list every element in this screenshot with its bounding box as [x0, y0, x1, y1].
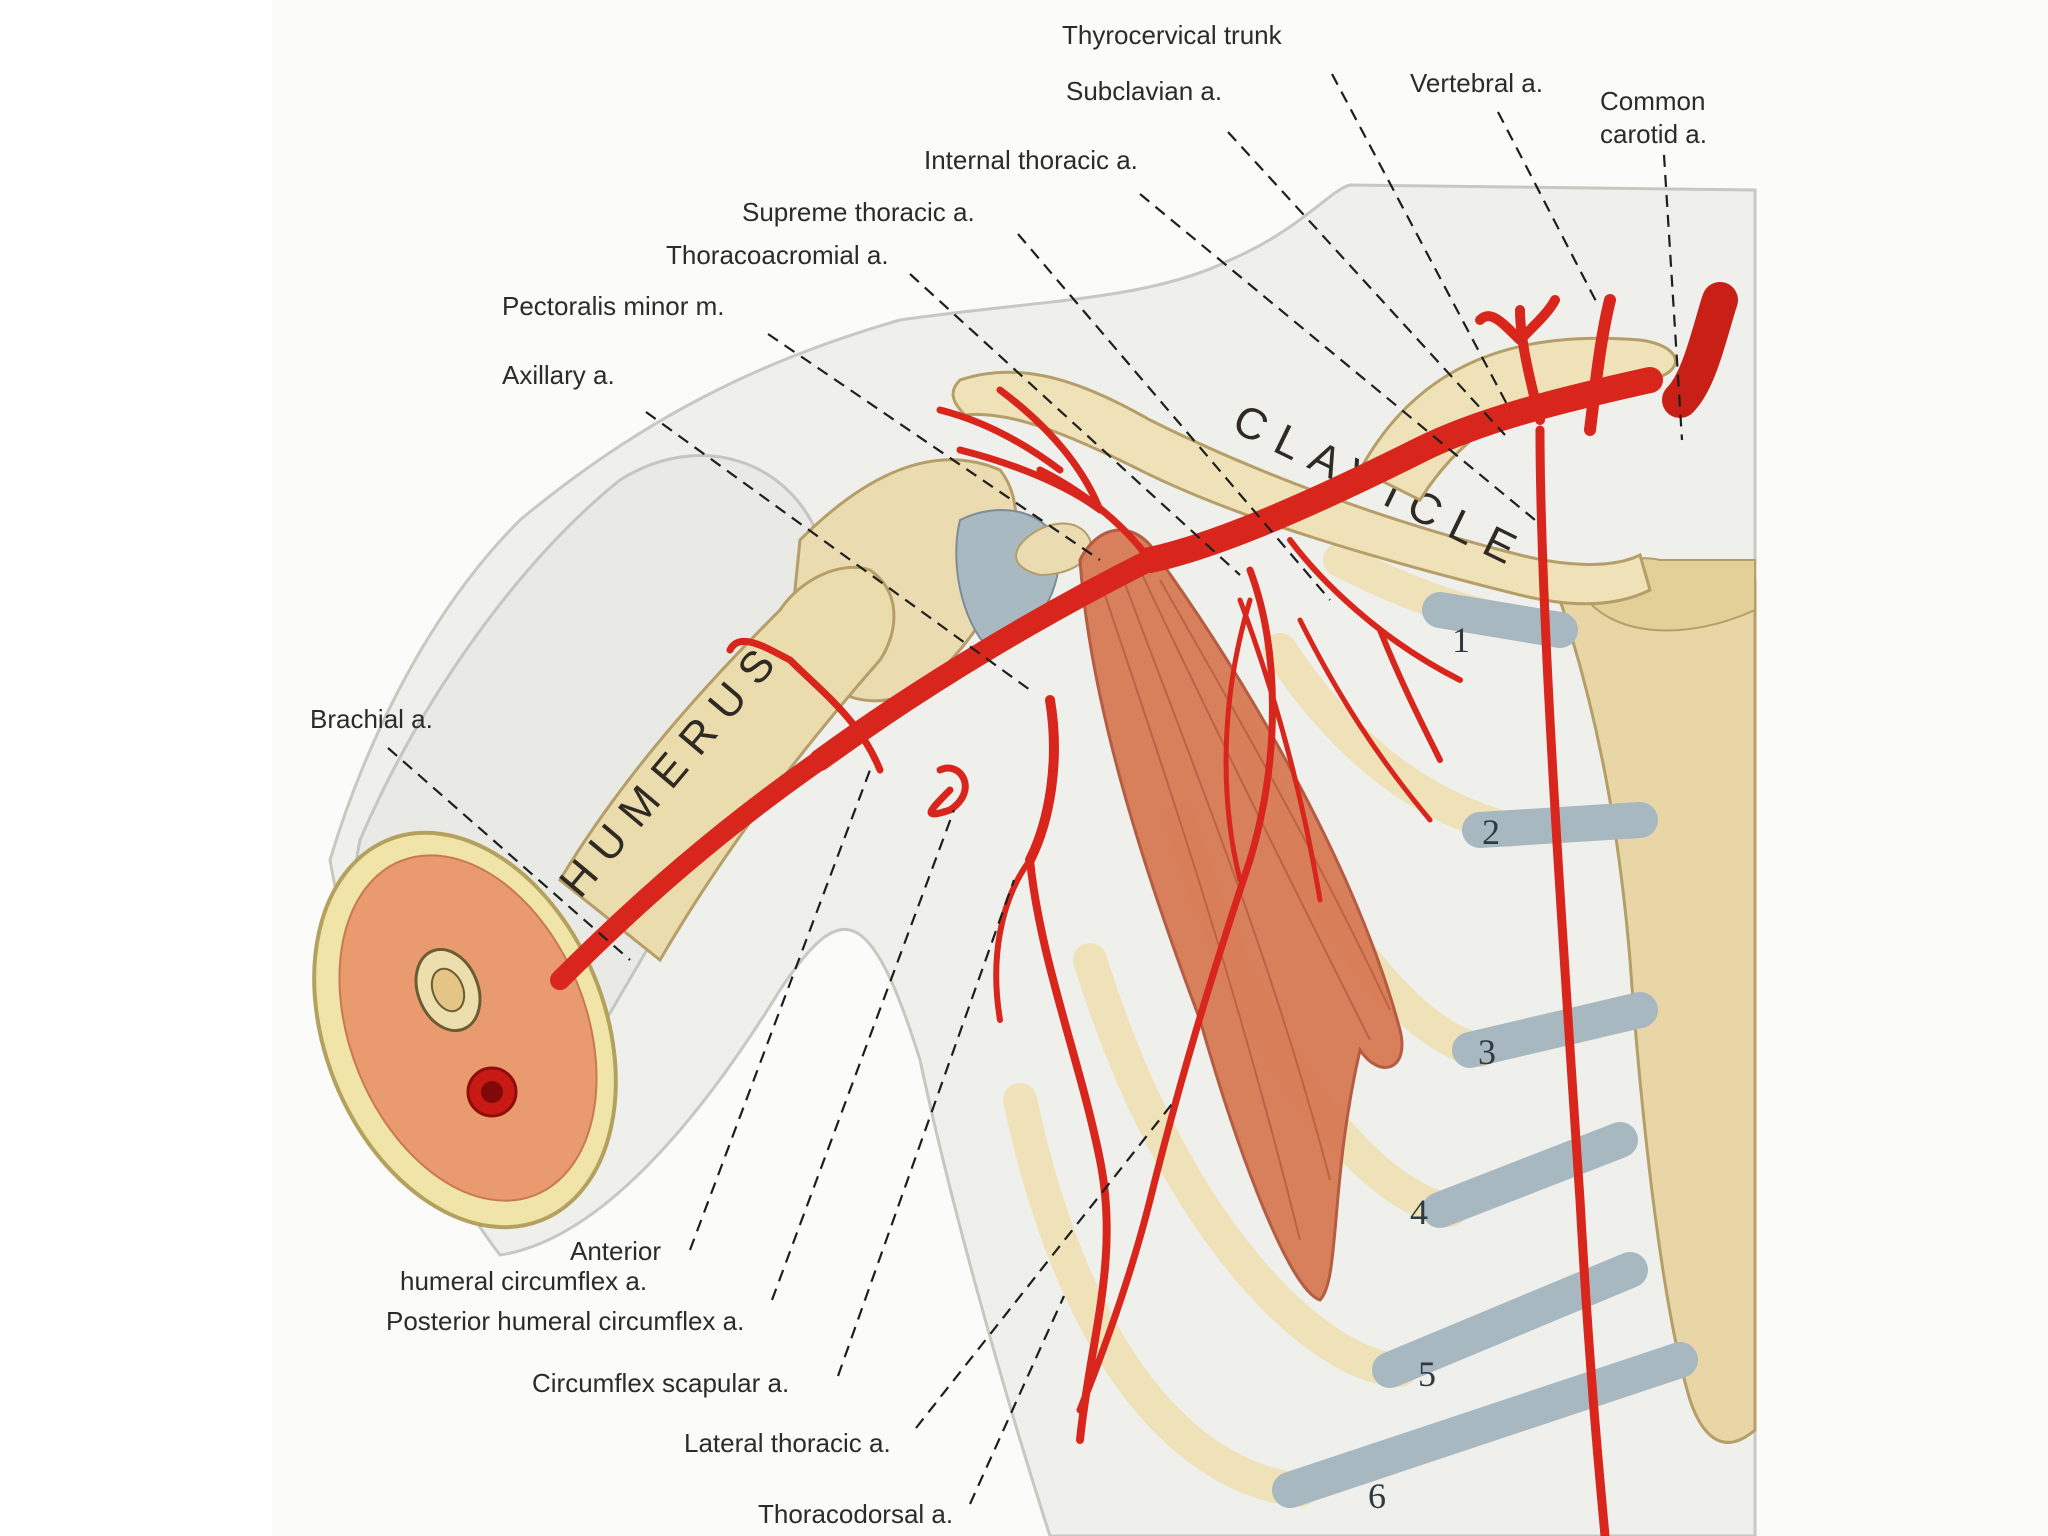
subclavian-artery — [1137, 367, 1663, 573]
label-thyrocervical-trunk: Thyrocervical trunk — [1062, 20, 1282, 50]
label-internal-thoracic-artery: Internal thoracic a. — [924, 145, 1138, 175]
label-anterior-humeral-circumflex-line2: humeral circumflex a. — [400, 1266, 648, 1296]
circumflex-scapular-artery — [993, 857, 1033, 1023]
thoracodorsal-artery — [1026, 856, 1111, 1444]
axillary-artery — [809, 549, 1161, 771]
clavicle — [951, 370, 1652, 606]
leader-lines — [387, 73, 1684, 1505]
common-carotid-artery — [1662, 282, 1738, 418]
label-thoracodorsal-artery: Thoracodorsal a. — [758, 1499, 954, 1529]
label-brachial-artery: Brachial a. — [310, 704, 433, 734]
rib-number-2: 2 — [1482, 812, 1500, 852]
pectoral-branches — [1223, 597, 1433, 903]
internal-thoracic-artery — [1535, 425, 1610, 1536]
thoracoacromial-artery — [936, 386, 1154, 564]
supreme-thoracic-artery — [1287, 537, 1463, 763]
label-anterior-humeral-circumflex-line1: Anterior — [570, 1236, 662, 1266]
brachial-artery — [550, 750, 830, 990]
rib-number-1: 1 — [1452, 620, 1470, 660]
rib-numbers: 1 2 3 4 5 6 — [1368, 620, 1500, 1516]
rib-number-4: 4 — [1410, 1192, 1428, 1232]
artery-network — [550, 282, 1738, 1536]
label-pectoralis-minor-muscle: Pectoralis minor m. — [502, 291, 725, 321]
posterior-humeral-circumflex-artery — [927, 764, 969, 818]
arm-cross-section — [312, 830, 618, 1230]
thyrocervical-trunk — [1475, 295, 1560, 425]
pectoralis-minor-muscle — [1078, 528, 1404, 1302]
vertebral-artery — [1584, 294, 1616, 436]
label-axillary-artery: Axillary a. — [502, 360, 615, 390]
label-vertebral-artery: Vertebral a. — [1410, 68, 1543, 98]
rib-number-5: 5 — [1418, 1354, 1436, 1394]
anterior-humeral-circumflex-artery — [726, 637, 884, 774]
label-common-carotid-line1: Common — [1600, 86, 1706, 116]
label-supreme-thoracic-artery: Supreme thoracic a. — [742, 197, 975, 227]
label-common-carotid-line2: carotid a. — [1600, 119, 1707, 149]
label-lateral-thoracic-artery: Lateral thoracic a. — [684, 1428, 891, 1458]
subscapular-artery — [1025, 695, 1059, 865]
label-subclavian-artery: Subclavian a. — [1066, 76, 1223, 106]
label-posterior-humeral-circumflex: Posterior humeral circumflex a. — [386, 1306, 745, 1336]
rib-number-6: 6 — [1368, 1476, 1386, 1516]
rib-number-3: 3 — [1478, 1032, 1496, 1072]
label-thoracoacromial-artery: Thoracoacromial a. — [666, 240, 889, 270]
label-circumflex-scapular-artery: Circumflex scapular a. — [532, 1368, 790, 1398]
